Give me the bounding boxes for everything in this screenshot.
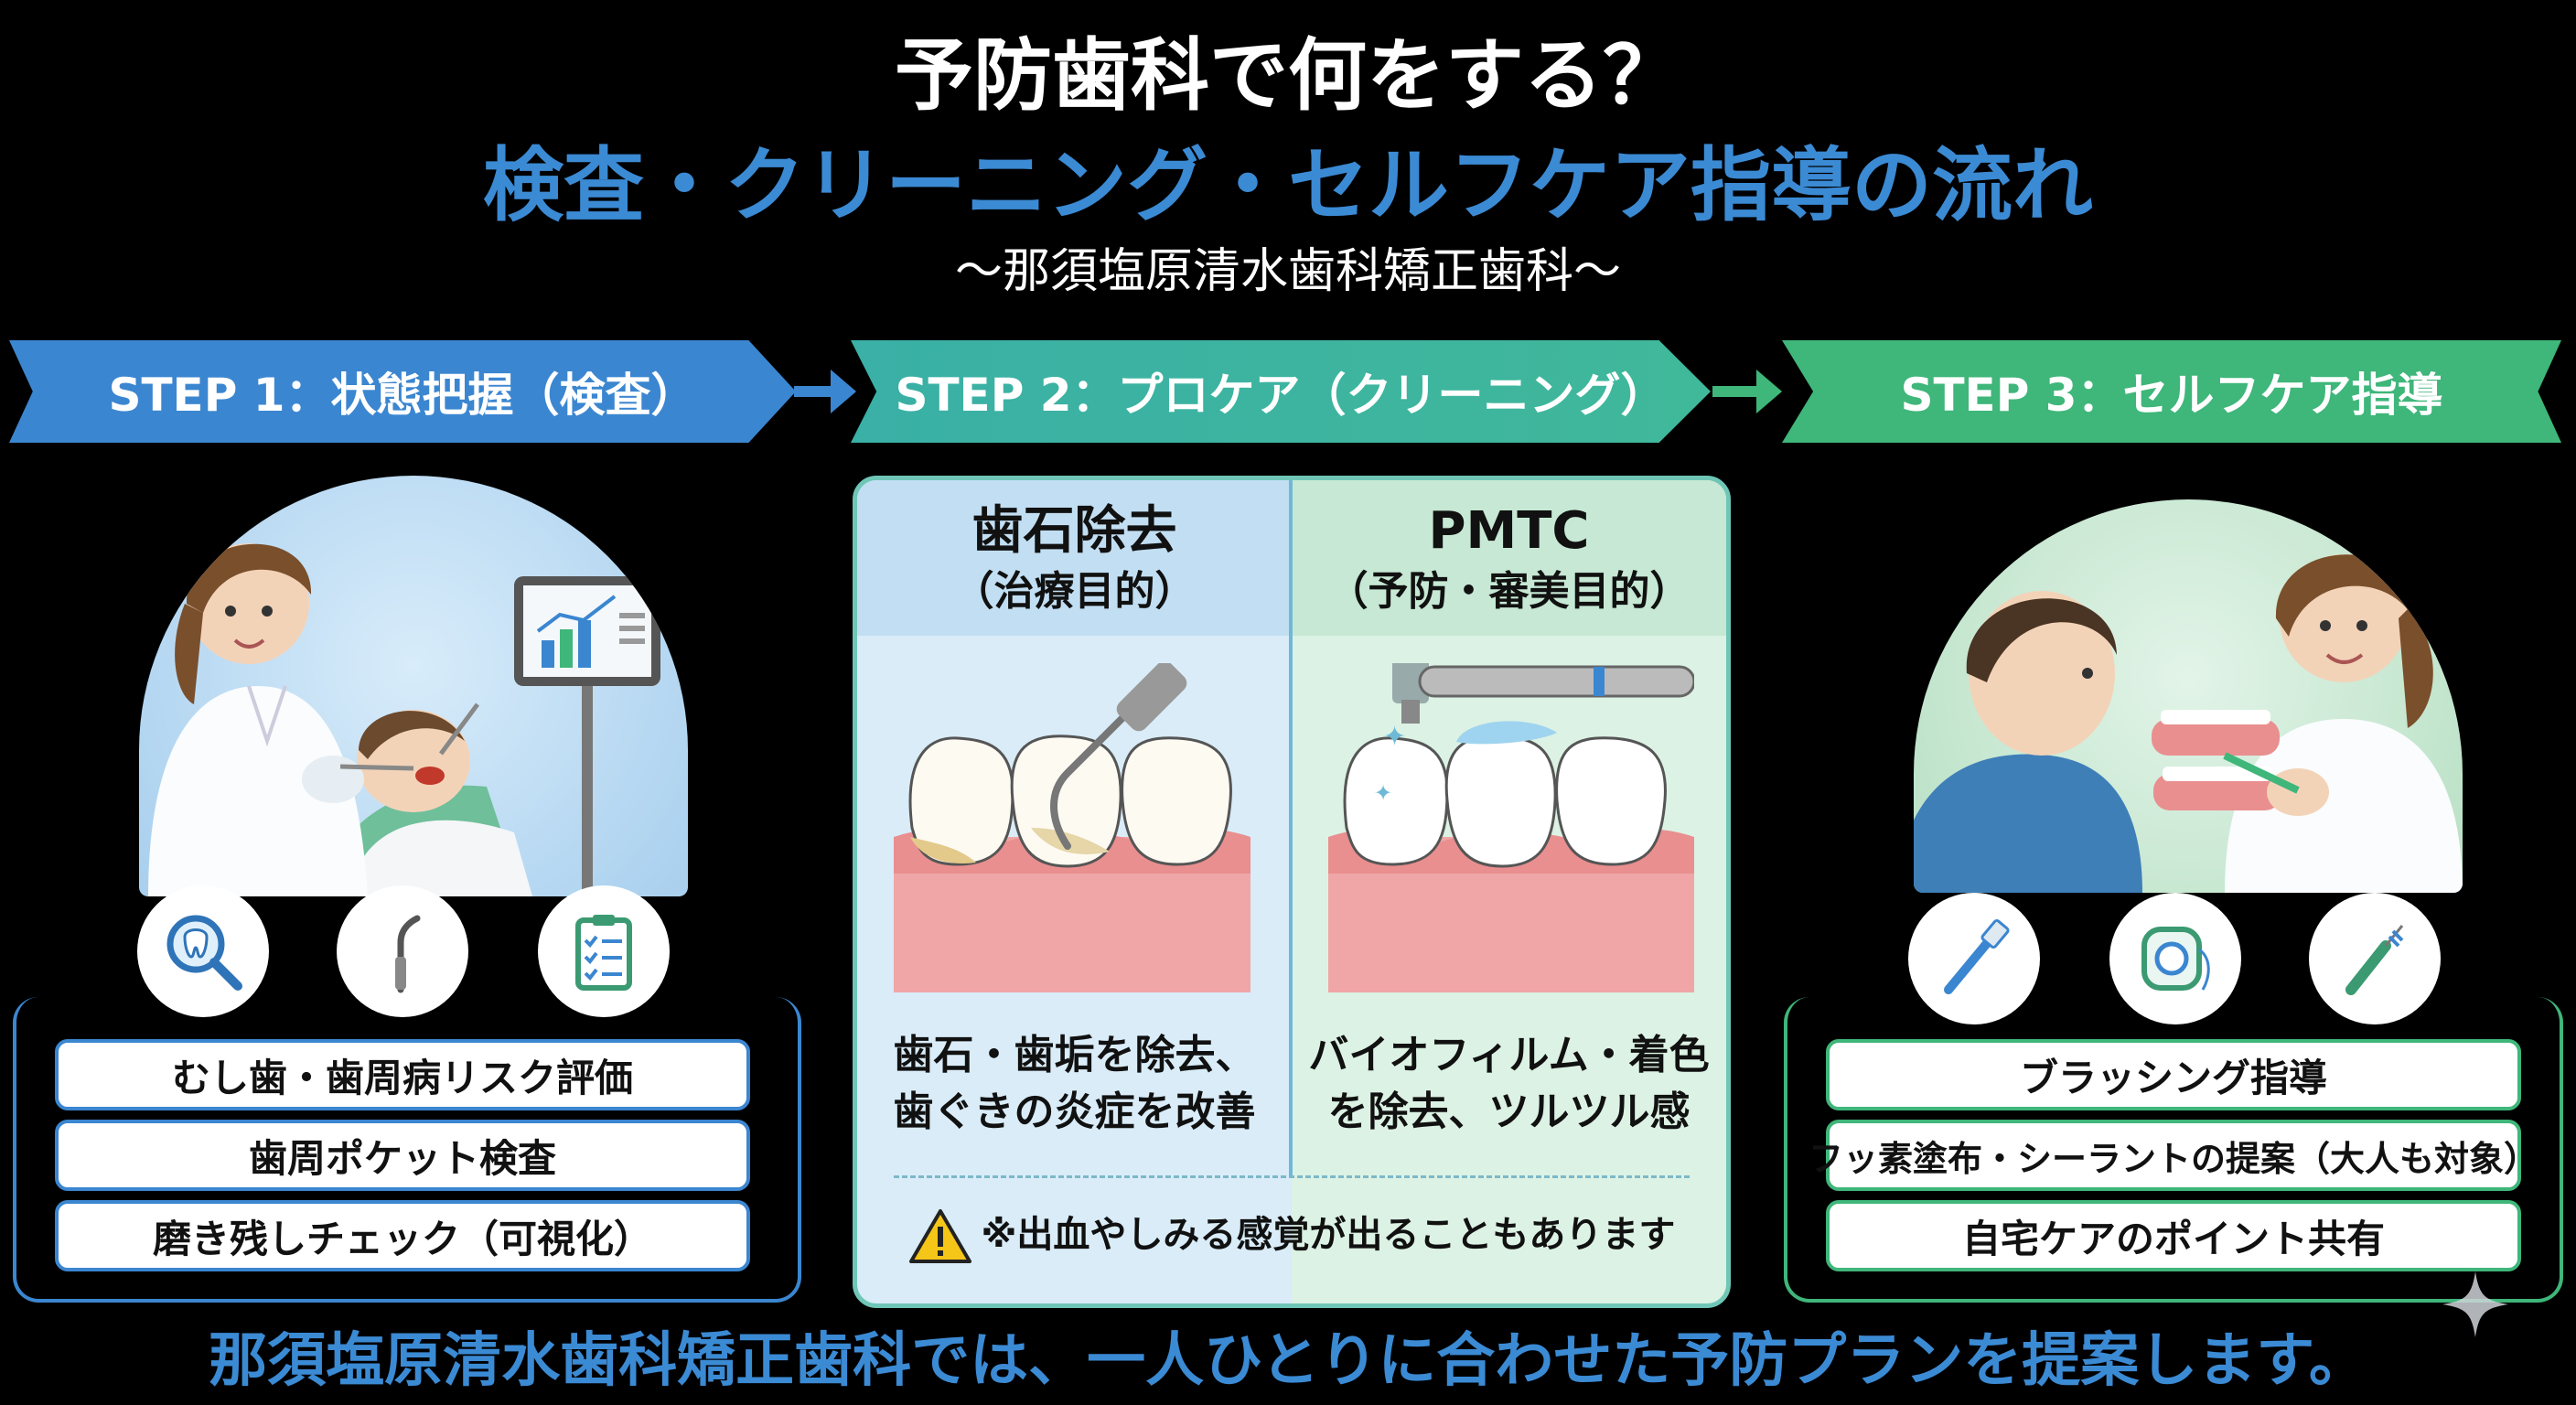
step-1-panel — [13, 997, 801, 1303]
step-3-item: ブラッシング指導 — [1826, 1039, 2521, 1110]
step-3-item: 自宅ケアのポイント共有 — [1826, 1200, 2521, 1271]
scaling-title: 歯石除去 — [971, 501, 1177, 561]
pmtc-header — [1292, 480, 1726, 636]
step-3-banner: STEP 3：セルフケア指導 — [1782, 340, 2561, 443]
sparkle-icon — [2442, 1271, 2508, 1337]
panel-divider — [1289, 480, 1293, 1175]
pmtc-desc-line: を除去、ツルツル感 — [1327, 1089, 1690, 1135]
scaling-desc-line: 歯ぐきの炎症を改善 — [893, 1089, 1256, 1135]
scaling-header — [857, 480, 1292, 636]
step-1-banner: STEP 1：状態把握（検査） — [9, 340, 796, 443]
scaling-illustration — [894, 663, 1250, 992]
svg-text:✦: ✦ — [1383, 721, 1406, 753]
step-3-panel — [1784, 997, 2563, 1303]
pmtc-subtitle: （予防・審美目的） — [1327, 568, 1690, 615]
arrow-right-icon — [1712, 370, 1782, 413]
warning-note: ※出血やしみる感覚が出ることもあります — [857, 1203, 1726, 1267]
self-care-instruction-illustration — [1914, 499, 2463, 893]
page-title: 予防歯科で何をする？ — [895, 30, 1681, 122]
svg-text:✦: ✦ — [1374, 780, 1392, 806]
clinic-name: 〜那須塩原清水歯科矯正歯科〜 — [954, 244, 1621, 299]
warning-icon — [908, 1209, 971, 1263]
dashed-divider — [894, 1175, 1690, 1178]
interdental-brush-icon — [2309, 893, 2441, 1024]
step-1-item: むし歯・歯周病リスク評価 — [55, 1039, 750, 1110]
dental-exam-illustration — [139, 476, 688, 896]
step-2-banner: STEP 2：プロケア（クリーニング） — [851, 340, 1711, 443]
clipboard-checklist-icon — [538, 885, 670, 1017]
step-3-item: フッ素塗布・シーラントの提案（大人も対象） — [1809, 1120, 2538, 1191]
arrow-right-icon — [794, 370, 856, 413]
step-2-panel: 歯石除去 （治療目的） PMTC （予防・審美目的） ✦ ✦ 歯石・歯垢を除去、… — [853, 476, 1731, 1308]
pmtc-desc-line: バイオフィルム・着色 — [1308, 1032, 1710, 1078]
footer-message: 那須塩原清水歯科矯正歯科では、一人ひとりに合わせた予防プランを提案します。 — [209, 1327, 2367, 1395]
warning-text: ※出血やしみる感覚が出ることもあります — [981, 1214, 1676, 1256]
step-1-item: 磨き残しチェック（可視化） — [55, 1200, 750, 1271]
tooth-magnifier-icon — [137, 885, 269, 1017]
dental-probe-icon — [337, 885, 468, 1017]
scaling-subtitle: （治療目的） — [953, 568, 1196, 615]
toothbrush-icon — [1908, 893, 2040, 1024]
page-headline: 検査・クリーニング・セルフケア指導の流れ — [482, 138, 2093, 232]
step-1-item: 歯周ポケット検査 — [55, 1120, 750, 1191]
dental-floss-icon — [2109, 893, 2241, 1024]
scaling-desc-line: 歯石・歯垢を除去、 — [893, 1032, 1256, 1078]
pmtc-illustration: ✦ ✦ — [1328, 663, 1694, 992]
pmtc-title: PMTC — [1428, 501, 1590, 561]
